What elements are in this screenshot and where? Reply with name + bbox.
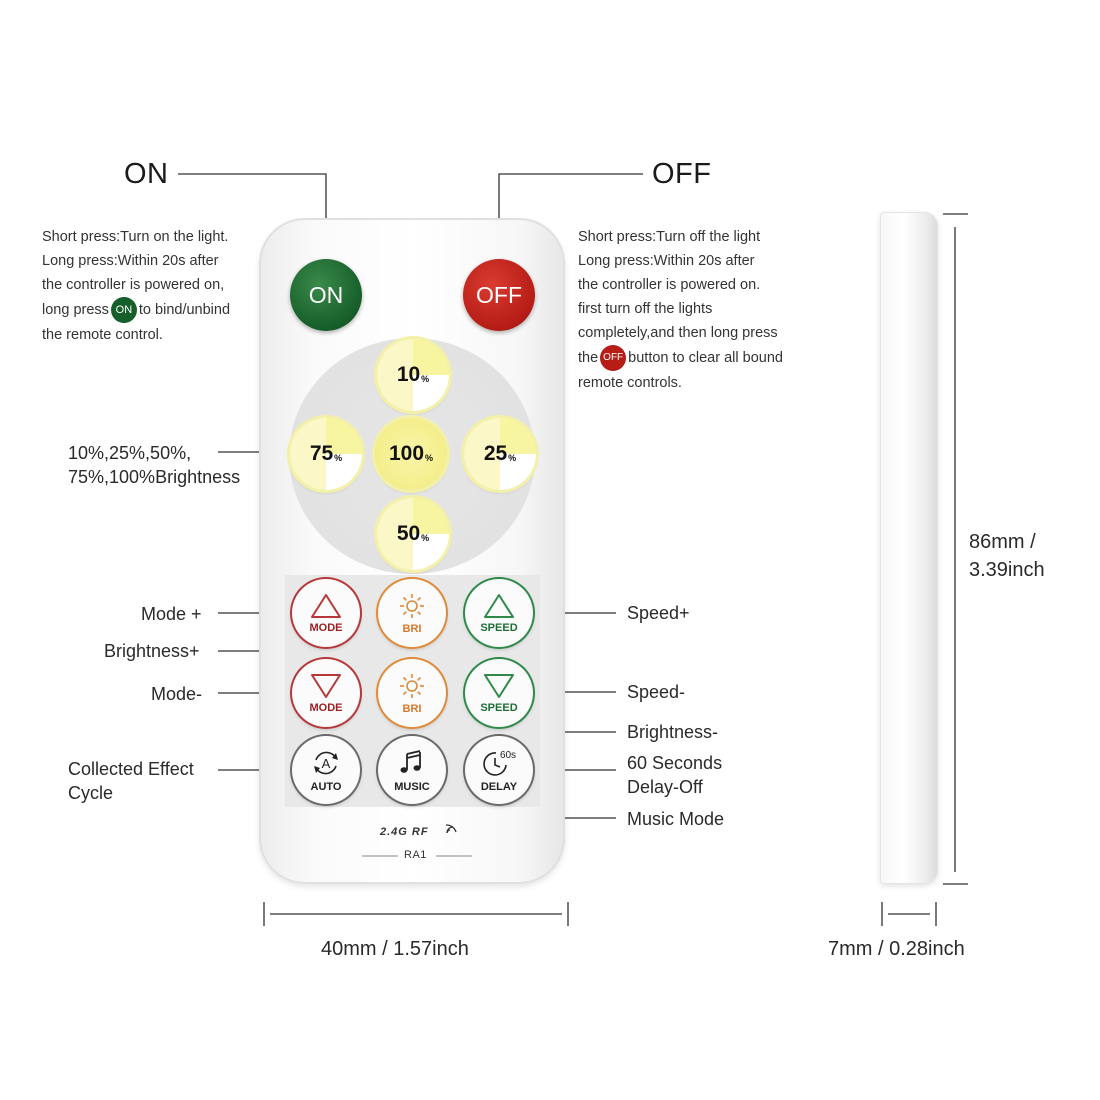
brightness-75-button[interactable]: 75% xyxy=(290,418,362,490)
auto-cycle-icon: A xyxy=(314,751,338,774)
brightness-minus-callout: Brightness- xyxy=(627,722,719,742)
triangle-up-icon xyxy=(311,593,341,618)
off-inline-badge: OFF xyxy=(600,345,627,371)
clock-icon: 60s xyxy=(483,750,516,776)
brightness-10-button[interactable]: 10% xyxy=(377,339,449,411)
on-note: Short press:Turn on the light. Long pres… xyxy=(42,229,231,343)
width-dimension: 40mm / 1.57inch xyxy=(321,938,469,960)
brightness-100-button[interactable]: 100% xyxy=(375,418,447,490)
mode-plus-callout: Mode + xyxy=(141,604,202,624)
height-dimension: 86mm / 3.39inch xyxy=(969,531,1045,581)
speed-minus-callout: Speed- xyxy=(627,682,686,702)
brightness-callout: 10%,25%,50%, 75%,100%Brightness xyxy=(68,443,241,487)
music-button[interactable]: MUSIC xyxy=(378,736,446,804)
speed-down-button[interactable]: SPEED xyxy=(465,659,533,727)
triangle-down-icon xyxy=(311,673,341,698)
brightness-up-button[interactable]: BRI xyxy=(378,579,446,647)
mode-up-button[interactable]: MODE xyxy=(292,579,360,647)
brightness-plus-callout: Brightness+ xyxy=(104,641,200,661)
sun-icon xyxy=(400,593,424,618)
delay-callout: 60 Seconds Delay-Off xyxy=(627,753,723,797)
speed-plus-callout: Speed+ xyxy=(627,603,690,623)
delay-button[interactable]: 60s DELAY xyxy=(465,736,533,804)
speed-up-button[interactable]: SPEED xyxy=(465,579,533,647)
brightness-25-button[interactable]: 25% xyxy=(464,418,536,490)
brightness-50-button[interactable]: 50% xyxy=(377,498,449,570)
off-note: Short press:Turn off the light Long pres… xyxy=(578,229,783,391)
auto-button[interactable]: A AUTO xyxy=(292,736,360,804)
music-mode-callout: Music Mode xyxy=(627,809,725,829)
depth-dimension: 7mm / 0.28inch xyxy=(828,938,965,960)
collected-callout: Collected Effect Cycle xyxy=(68,759,194,803)
signal-icon xyxy=(445,824,457,834)
on-inline-badge: ON xyxy=(110,297,137,323)
off-button[interactable]: OFF xyxy=(463,259,535,331)
on-button[interactable]: ON xyxy=(290,259,362,331)
mode-minus-callout: Mode- xyxy=(151,684,203,704)
model-label: RA1 xyxy=(404,849,427,861)
brightness-down-button[interactable]: BRI xyxy=(378,659,446,727)
rf-label: 2.4G RF xyxy=(380,826,429,838)
music-note-icon xyxy=(400,749,421,773)
delay-glyph: 60s xyxy=(500,750,516,761)
sun-icon xyxy=(400,673,424,698)
auto-glyph: A xyxy=(322,756,331,771)
triangle-up-icon xyxy=(484,593,514,618)
on-title: ON xyxy=(124,158,169,190)
off-title: OFF xyxy=(652,158,712,190)
triangle-down-icon xyxy=(484,673,514,698)
mode-down-button[interactable]: MODE xyxy=(292,659,360,727)
remote-side-view xyxy=(880,212,938,884)
model-rule xyxy=(362,855,472,857)
